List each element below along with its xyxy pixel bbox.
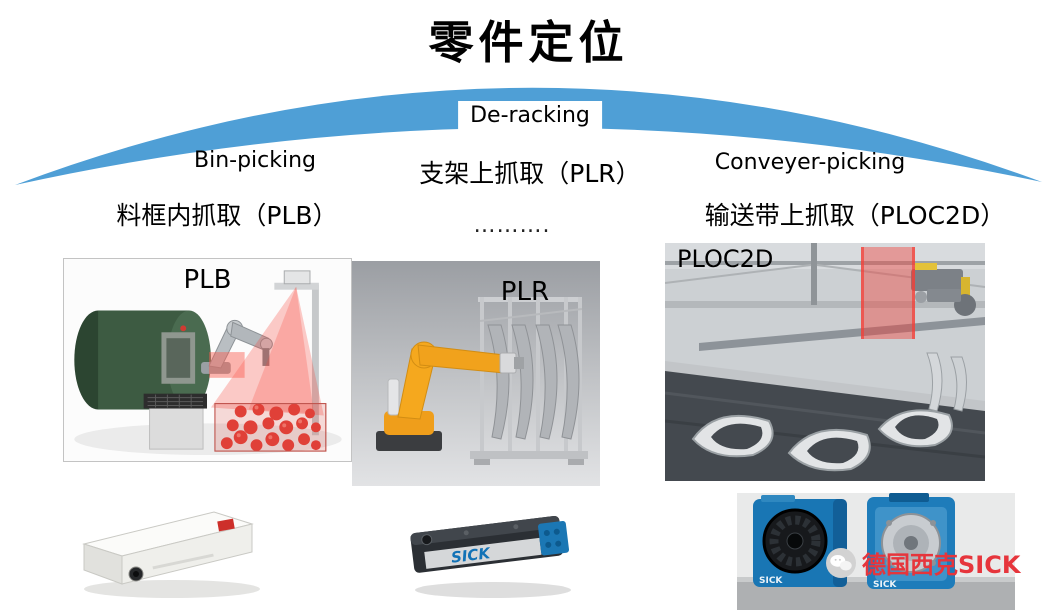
panel-label-ploc2d: PLOC2D bbox=[677, 245, 774, 273]
panel-label-plb: PLB bbox=[183, 265, 232, 295]
category-en-bin-picking: Bin-picking bbox=[193, 148, 317, 173]
product-ploc2d-cameras: SICK SICK bbox=[737, 493, 1015, 610]
ploc2d-scene-graphic bbox=[665, 243, 985, 481]
wechat-icon bbox=[826, 547, 856, 578]
category-en-conveyer-picking: Conveyer-picking bbox=[714, 150, 906, 175]
category-en-de-racking: De-racking bbox=[458, 101, 602, 130]
ploc2d-cameras-graphic: SICK SICK bbox=[737, 493, 1015, 610]
arc-shape bbox=[15, 87, 1042, 185]
panel-plb: PLB bbox=[63, 258, 352, 462]
category-zh-bin-picking: 料框内抓取（PLB） bbox=[116, 201, 338, 230]
plb-scene-graphic bbox=[64, 259, 351, 461]
sick-logo-text-camera-left: SICK bbox=[759, 576, 783, 586]
page-title: 零件定位 bbox=[428, 16, 629, 69]
product-laser-projector bbox=[62, 486, 272, 604]
category-zh-de-racking: 支架上抓取（PLR） bbox=[419, 159, 641, 188]
sick-logo-text-sensor: SICK bbox=[450, 544, 492, 567]
laser-projector-graphic bbox=[82, 511, 260, 598]
ellipsis-dots: ………. bbox=[473, 213, 551, 238]
panel-plr: PLR bbox=[352, 261, 600, 486]
category-zh-conveyer-picking: 输送带上抓取（PLOC2D） bbox=[704, 201, 1006, 230]
product-plr-sensor: SICK bbox=[398, 484, 583, 606]
watermark: 德国西克SICK bbox=[826, 545, 1020, 580]
watermark-text: 德国西克SICK bbox=[862, 551, 1021, 579]
plr-scene-graphic bbox=[352, 261, 600, 486]
plr-sensor-graphic: SICK bbox=[410, 515, 571, 598]
sick-logo-text-camera-right: SICK bbox=[873, 580, 897, 590]
panel-label-plr: PLR bbox=[500, 277, 550, 307]
panel-ploc2d: PLOC2D bbox=[665, 243, 985, 481]
arc-graphic bbox=[15, 87, 1042, 185]
